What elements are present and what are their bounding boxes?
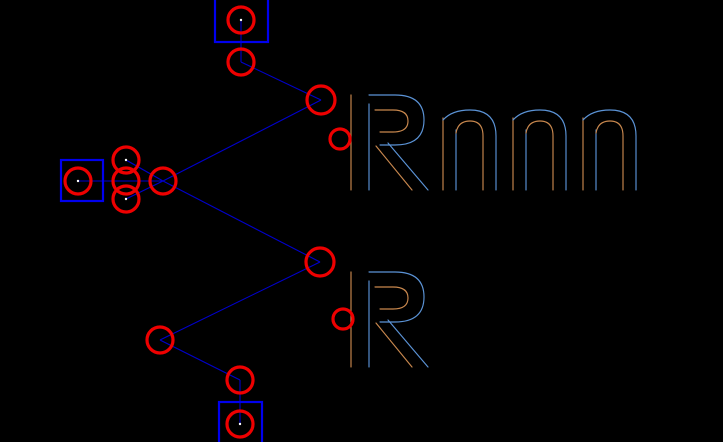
- stacked-node-middle[interactable]: [111, 166, 141, 196]
- top-branch-node[interactable]: [226, 47, 256, 77]
- edge-hub-to-lower-junction: [162, 180, 321, 263]
- box-layer: [59, 0, 270, 442]
- glyph-lower-R-leg-warm: [375, 322, 413, 368]
- top-boxed-node-frame[interactable]: [213, 0, 270, 44]
- left-boxed-node[interactable]: [63, 166, 93, 196]
- stacked-node-bottom-center-dot: [124, 197, 128, 201]
- upper-junction-node[interactable]: [305, 84, 337, 116]
- center-hub-node[interactable]: [148, 166, 178, 196]
- edge-bottom-mid-to-bottom-node: [159, 339, 241, 381]
- upper-label-marker[interactable]: [328, 127, 352, 151]
- glyph-lower-R-bowl-cool: [368, 271, 425, 323]
- bottom-boxed-node-inner[interactable]: [225, 409, 255, 439]
- stacked-node-top[interactable]: [111, 145, 141, 175]
- top-boxed-node-center-dot: [239, 18, 243, 22]
- glyph-upper-R-leg-cool: [387, 142, 429, 191]
- edge-stack-bottom-to-hub: [125, 180, 164, 200]
- glyph-upper-n2-arch-cool: [512, 109, 567, 191]
- glyph-upper-n3-arch-cool: [582, 109, 637, 191]
- glyph-upper-n1-arch-warm: [455, 120, 484, 191]
- bottom-boxed-node-frame[interactable]: [217, 400, 264, 442]
- upper-label-glyphs: [350, 94, 637, 191]
- glyph-upper-R-bowl-cool: [368, 94, 425, 146]
- top-boxed-node[interactable]: [226, 5, 256, 35]
- node-layer: [63, 5, 355, 439]
- lower-label-marker[interactable]: [331, 307, 355, 331]
- lower-label-glyphs: [350, 271, 429, 368]
- edge-lower-junction-to-bottom-mid: [159, 261, 321, 341]
- glyph-upper-R-leg-warm: [375, 145, 413, 191]
- glyph-upper-n1-arch-cool: [442, 109, 497, 191]
- bottom-boxed-node[interactable]: [225, 365, 255, 395]
- stacked-node-bottom[interactable]: [111, 184, 141, 214]
- glyph-upper-n3-arch-warm: [595, 120, 624, 191]
- edge-stack-top-to-hub: [125, 159, 164, 182]
- lower-junction-node[interactable]: [304, 246, 336, 278]
- glyph-lower-R-leg-cool: [387, 319, 429, 368]
- glyph-lower-R-bowl-warm: [374, 286, 409, 310]
- bottom-branch-node[interactable]: [145, 325, 175, 355]
- edge-upper-junction-to-hub: [162, 99, 322, 182]
- edge-layer: [78, 20, 322, 424]
- left-boxed-node-frame[interactable]: [59, 158, 105, 203]
- stacked-node-top-center-dot: [124, 158, 128, 162]
- left-boxed-node-center-dot: [76, 179, 80, 183]
- glyph-upper-n2-arch-warm: [525, 120, 554, 191]
- glyph-upper-R-bowl-warm: [374, 109, 409, 133]
- bottom-boxed-node-center-dot: [238, 422, 242, 426]
